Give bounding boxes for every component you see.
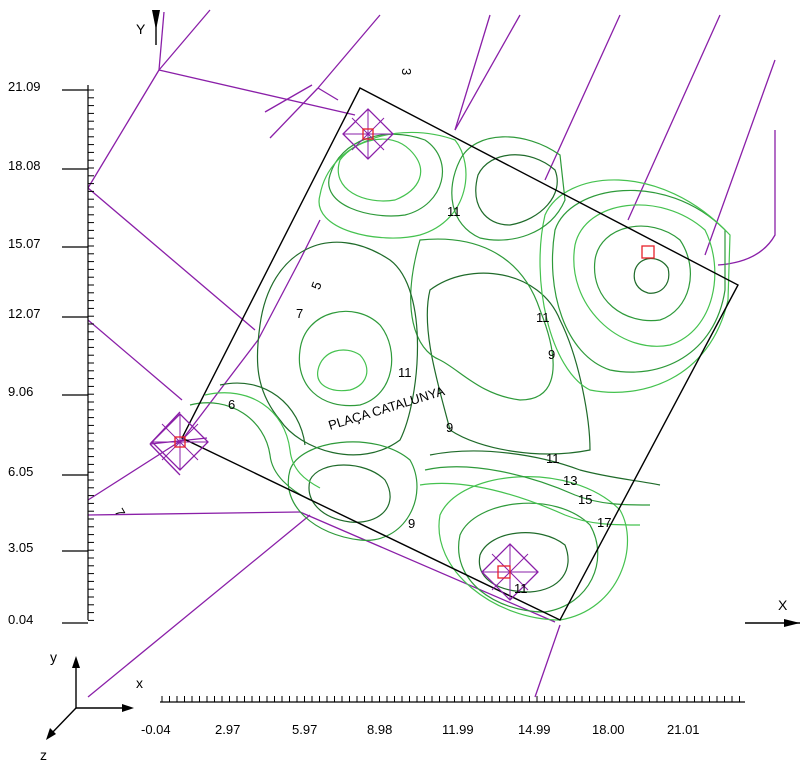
- contour-ul-2: [328, 133, 443, 217]
- x-tick-labels: -0.04 2.97 5.97 8.98 11.99 14.99 18.00 2…: [141, 722, 700, 737]
- x-tick-label: 11.99: [442, 722, 474, 737]
- contour-ur-3: [573, 204, 716, 347]
- contour-left-3: [256, 241, 419, 456]
- y-major-ticks: [62, 89, 88, 624]
- coordinate-triad: y x z: [40, 649, 143, 763]
- x-tick-label: 8.98: [367, 722, 392, 737]
- contour-label: 3: [399, 68, 414, 75]
- y-tick-label: 12.07: [8, 306, 41, 321]
- triad-z-label: z: [40, 747, 47, 763]
- contour-left-1: [317, 349, 368, 392]
- y-tick-label: 6.05: [8, 464, 33, 479]
- contour-ll-1: [308, 464, 391, 523]
- contour-label: 9: [548, 347, 555, 362]
- x-tick-label: -0.04: [141, 722, 171, 737]
- pyramid-marker-bottom: [481, 543, 539, 601]
- contour-ul-1: [337, 138, 422, 202]
- contour-um-1: [475, 154, 558, 226]
- contour-left-edge-1: [189, 402, 311, 501]
- contour-label: 5: [308, 280, 325, 292]
- y-tick-label: 3.05: [8, 540, 33, 555]
- street-outlines: [87, 9, 776, 698]
- contour-label: 9: [446, 420, 453, 435]
- x-tick-label: 21.01: [667, 722, 700, 737]
- corner-markers: [151, 108, 655, 601]
- contour-label: 7: [296, 306, 303, 321]
- contour-label: 13: [563, 473, 577, 488]
- contour-ur-1: [633, 257, 670, 294]
- contour-13: [429, 450, 661, 486]
- contour-label: 9: [408, 516, 415, 531]
- triad-x-label: x: [136, 675, 143, 691]
- contour-ul-3: [318, 131, 467, 239]
- marker-red-right: [641, 245, 655, 259]
- contour-labels: 11 7 5 11 9 11 9 11 13 15 17 9 11 6 3 7: [112, 68, 612, 596]
- x-tick-label: 5.97: [292, 722, 317, 737]
- x-tick-label: 18.00: [592, 722, 625, 737]
- pyramid-marker-left: [151, 413, 209, 471]
- x-tick-label: 14.99: [518, 722, 551, 737]
- contour-label: 6: [228, 397, 235, 412]
- contour-label: 11: [398, 365, 412, 380]
- contour-label: 11: [447, 204, 461, 219]
- x-tick-label: 2.97: [215, 722, 240, 737]
- triad-y-label: y: [50, 649, 57, 665]
- y-tick-label: 9.06: [8, 384, 33, 399]
- pyramid-marker-top: [342, 108, 394, 160]
- contour-ll-2: [287, 441, 418, 541]
- contour-lr-3: [438, 476, 628, 621]
- contour-left-edge-3: [219, 382, 306, 446]
- y-tick-label: 21.09: [8, 79, 41, 94]
- contour-label: 15: [578, 492, 592, 507]
- contour-label: 11: [514, 581, 528, 596]
- y-tick-labels: 21.09 18.08 15.07 12.07 9.06 6.05 3.05 0…: [8, 79, 41, 627]
- contour-15: [424, 466, 651, 506]
- y-axis-title: Y: [136, 21, 146, 37]
- contour-left-edge-2: [204, 392, 321, 489]
- contour-9-center: [426, 272, 591, 455]
- x-axis-arrow: [784, 619, 800, 627]
- x-axis-title: X: [778, 597, 788, 613]
- contour-11-center: [410, 238, 554, 401]
- site-boundary: [181, 87, 739, 621]
- contour-ur-4: [551, 189, 726, 373]
- y-axis: 21.09 18.08 15.07 12.07 9.06 6.05 3.05 0…: [8, 10, 160, 627]
- contour-label: 7: [112, 506, 129, 520]
- contour-lr-2: [458, 502, 599, 613]
- contour-ur-2: [593, 225, 691, 322]
- contour-left-2: [298, 310, 393, 407]
- contour-ur-5: [539, 179, 731, 393]
- contour-17: [419, 482, 641, 526]
- contour-label: 11: [546, 451, 560, 466]
- contour-label: 11: [536, 310, 550, 325]
- contour-um-2: [451, 136, 566, 241]
- y-tick-label: 18.08: [8, 158, 41, 173]
- y-tick-label: 15.07: [8, 236, 41, 251]
- x-axis: -0.04 2.97 5.97 8.98 11.99 14.99 18.00 2…: [141, 597, 800, 737]
- y-tick-label: 0.04: [8, 612, 33, 627]
- contour-label: 17: [597, 515, 611, 530]
